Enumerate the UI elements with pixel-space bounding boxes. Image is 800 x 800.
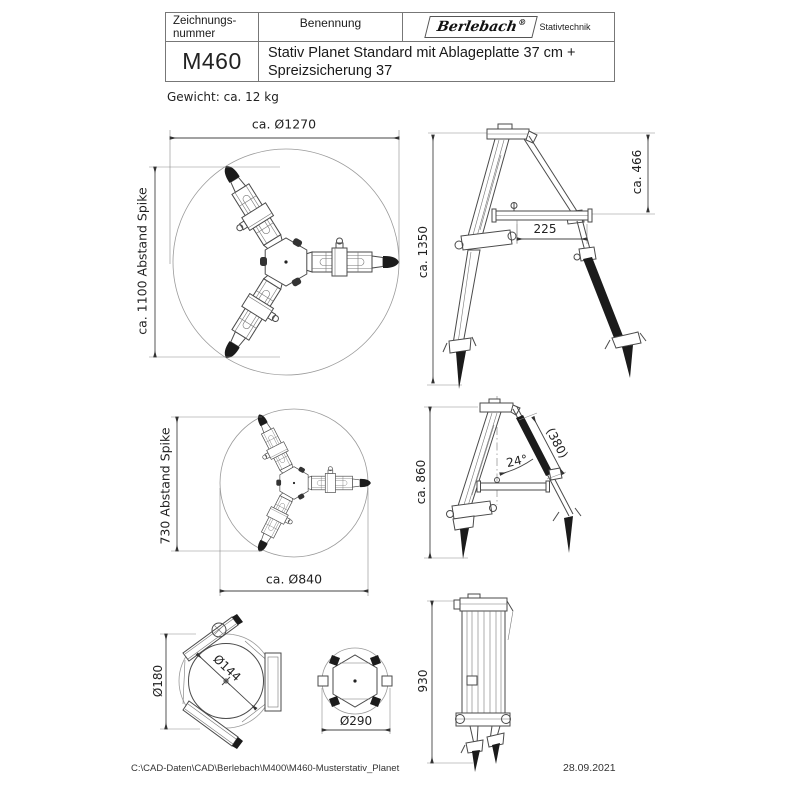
top-view-large bbox=[149, 130, 400, 376]
header-line2: nummer bbox=[173, 28, 216, 41]
drawing-date: 28.09.2021 bbox=[563, 762, 616, 774]
top-view-small bbox=[171, 408, 372, 596]
drawing-title-line1: Stativ Planet Standard mit Ablageplatte … bbox=[268, 45, 576, 61]
folded-side-view bbox=[427, 593, 514, 772]
dim-side-ret-height: ca. 860 bbox=[414, 459, 428, 505]
drawing-title-line2: Spreizsicherung 37 bbox=[268, 62, 393, 79]
header-line1: Zeichnungs- bbox=[173, 15, 237, 27]
weight-note: Gewicht: ca. 12 kg bbox=[167, 90, 279, 104]
side-view-retracted bbox=[424, 396, 582, 559]
title-block: Zeichnungs- nummer Benennung Berlebach® … bbox=[165, 12, 615, 82]
brand-cell: Berlebach® Stativtechnik bbox=[403, 13, 614, 41]
plate-view bbox=[160, 614, 282, 749]
dim-top-small-spike-distance: 730 Abstand Spike bbox=[157, 427, 173, 545]
designation-label: Benennung bbox=[299, 16, 362, 30]
folded-top-view bbox=[317, 647, 393, 734]
dim-side-ext-height: ca. 1350 bbox=[416, 225, 430, 279]
dim-folded-height: 930 bbox=[416, 669, 430, 693]
dim-top-large-diameter: ca. Ø1270 bbox=[251, 116, 317, 132]
dim-plate-outer: Ø180 bbox=[151, 664, 165, 698]
side-view-extended bbox=[427, 123, 655, 389]
designation-header: Benennung bbox=[259, 13, 403, 41]
dim-side-ext-column: ca. 466 bbox=[630, 149, 644, 195]
file-path: C:\CAD-Daten\CAD\Berlebach\M400\M460-Mus… bbox=[131, 763, 400, 774]
brand-subtitle: Stativtechnik bbox=[539, 22, 591, 32]
drawing-number-header: Zeichnungs- nummer bbox=[166, 13, 259, 41]
drawing-title: Stativ Planet Standard mit Ablageplatte … bbox=[259, 42, 614, 81]
dim-top-small-diameter: ca. Ø840 bbox=[265, 571, 323, 587]
dim-folded-top-diameter: Ø290 bbox=[339, 714, 373, 728]
dim-side-ext-tray-offset: 225 bbox=[533, 222, 557, 236]
drawing-number: M460 bbox=[166, 42, 259, 81]
dim-top-large-spike-distance: ca. 1100 Abstand Spike bbox=[134, 187, 150, 335]
